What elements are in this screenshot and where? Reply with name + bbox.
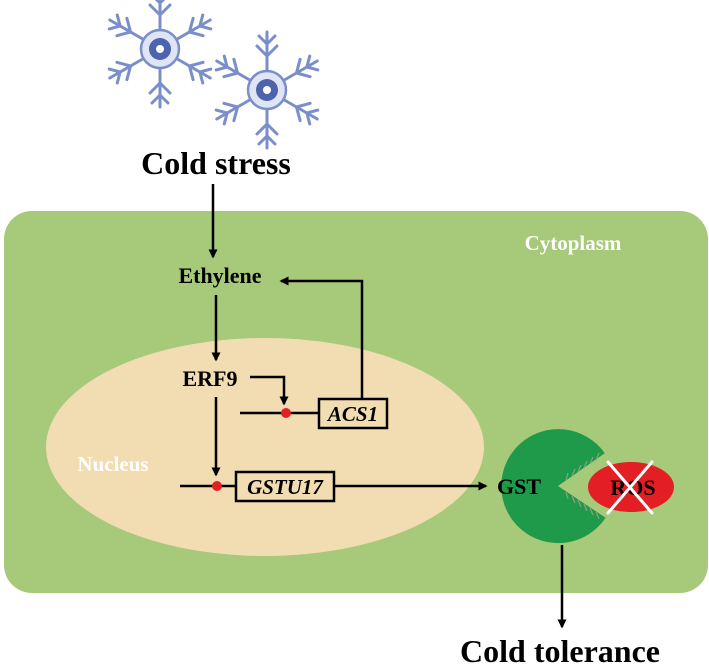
gst-label: GST: [497, 474, 541, 499]
cold-tolerance-label: Cold tolerance: [460, 633, 660, 666]
arrow-erf9-to-acs1-promoter: [250, 375, 289, 406]
snowflake-icon: [103, 0, 217, 109]
ros-scavenged-cross-icon: [606, 460, 654, 515]
cold-stress-label: Cold stress: [141, 145, 291, 181]
gstu17-promoter-dot: [212, 481, 222, 491]
arrow-acs1-to-ethylene: [279, 276, 364, 399]
nucleus-region: [46, 338, 484, 556]
ros-label: ROS: [610, 475, 655, 500]
gst-enzyme-shape: [501, 429, 606, 544]
acs1-gene-box: [317, 397, 389, 430]
cytoplasm-label: Cytoplasm: [525, 231, 622, 255]
nucleus-label: Nucleus: [77, 452, 148, 476]
ethylene-label: Ethylene: [178, 263, 261, 288]
gstu17-label: GSTU17: [247, 475, 324, 499]
snowflake-icon: [210, 30, 324, 150]
acs1-label: ACS1: [326, 402, 378, 426]
erf9-label: ERF9: [183, 366, 238, 391]
acs1-promoter-dot: [281, 408, 291, 418]
gst-binding-site: [565, 452, 600, 520]
